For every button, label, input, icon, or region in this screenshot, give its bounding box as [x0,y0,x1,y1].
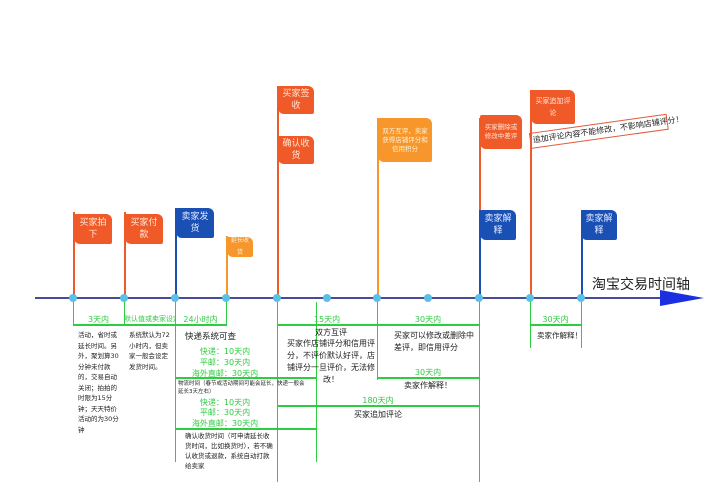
flag-buyer-order: 买家拍下 [74,214,112,244]
span-line [277,324,479,326]
pole [124,212,126,298]
order-note: 活动，省时或延长时间。另外，聚划算30分钟未付款的，交易自动关闭；拍拍的时限为1… [78,331,119,434]
flag-mutual-review: 双方互评，卖家获得店铺评分和信用积分 [378,118,432,162]
span-label: 30天内 [542,315,569,324]
span-label: 3天内 [87,315,110,324]
express-time: 快递：10天内 [199,347,251,356]
span-line [175,428,316,430]
post-time: 平邮：30天内 [199,358,251,367]
pole [73,212,75,298]
mutual-review-title: 双方互评 [315,328,347,337]
pole [377,118,379,298]
span-line [377,377,479,379]
timeline-node [273,294,281,302]
pole [530,90,532,298]
confirm-note: 确认收货时间（可申请延长收货时间，比如换货时），若不确认收货或退款，系统自动打款… [185,432,273,470]
span-line [530,324,581,326]
express-note: 快递系统可查 [185,332,237,342]
logistics-note: 物流时间（春节或活动期间可能会延长，快递一般会延长3天左右） [178,381,305,395]
flag-buyer-sign: 买家签收 [278,86,314,114]
bracket-line [124,302,125,326]
timeline-node [424,294,432,302]
flag-confirm: 确认收货 [278,136,314,164]
timeline-node [577,294,585,302]
express-time: 快递：10天内 [199,398,251,407]
timeline-node [373,294,381,302]
flag-buyer-pay: 买家付款 [125,214,163,244]
flag-seller-ship: 卖家发货 [176,208,214,238]
pole [479,210,481,298]
flag-seller-explain-1: 卖家解释 [480,210,516,240]
bracket-line [226,302,227,326]
diagram-title: 淘宝交易时间轴 [592,277,690,293]
overseas-time: 海外直邮：30天内 [191,369,259,378]
mutual-review-note: 买家作店铺评分和信用评分，不评价默认好评，店铺评分一旦评价，无法修改！ [287,339,375,384]
bracket-line [581,302,582,348]
span-line [277,405,479,407]
pole [175,208,177,298]
flag-modify-review: 买家删除或修改中差评 [480,115,522,149]
timeline-node [323,294,331,302]
flag-add-review: 买家追加评论 [531,90,575,124]
span-label: 默认值或卖家设定 [124,315,175,323]
timeline-node [222,294,230,302]
bracket-line [316,302,317,462]
overseas-time: 海外直邮：30天内 [191,419,259,428]
span-label: 24小时内 [183,315,218,324]
flag-seller-explain-2: 卖家解释 [581,210,617,240]
span-line [175,377,316,379]
seller-explain-note-2: 卖家作解释！ [537,331,582,340]
span-label: 180天内 [362,396,394,405]
timeline-node [475,294,483,302]
span-label: 30天内 [414,315,442,324]
pole [226,236,228,298]
pole [581,210,583,298]
axis-arrow-icon [660,290,704,306]
timeline-node [69,294,77,302]
add-review-span-note: 买家追加评论 [354,410,402,419]
span-label: 30天内 [414,368,442,377]
seller-explain-note-1: 卖家作解释！ [404,381,452,390]
bracket-line [73,302,74,326]
pole [479,118,481,298]
modify-review-note: 买家可以修改或删除中差评，即信用评分 [394,331,474,352]
bracket-line [479,302,480,482]
timeline-node [120,294,128,302]
span-line [73,324,227,326]
timeline-node [526,294,534,302]
span-label: 15天内 [313,315,341,324]
bracket-line [175,302,176,462]
timeline-node [171,294,179,302]
bracket-line [277,302,278,482]
bracket-line [377,302,378,380]
post-time: 平邮：30天内 [199,408,251,417]
timeline-axis [35,297,665,299]
flag-extend: 延长收货 [227,237,253,257]
pole [277,86,279,298]
ship-setting-note: 系统默认为72小时内，但卖家一般会设定发货时间。 [129,331,170,371]
